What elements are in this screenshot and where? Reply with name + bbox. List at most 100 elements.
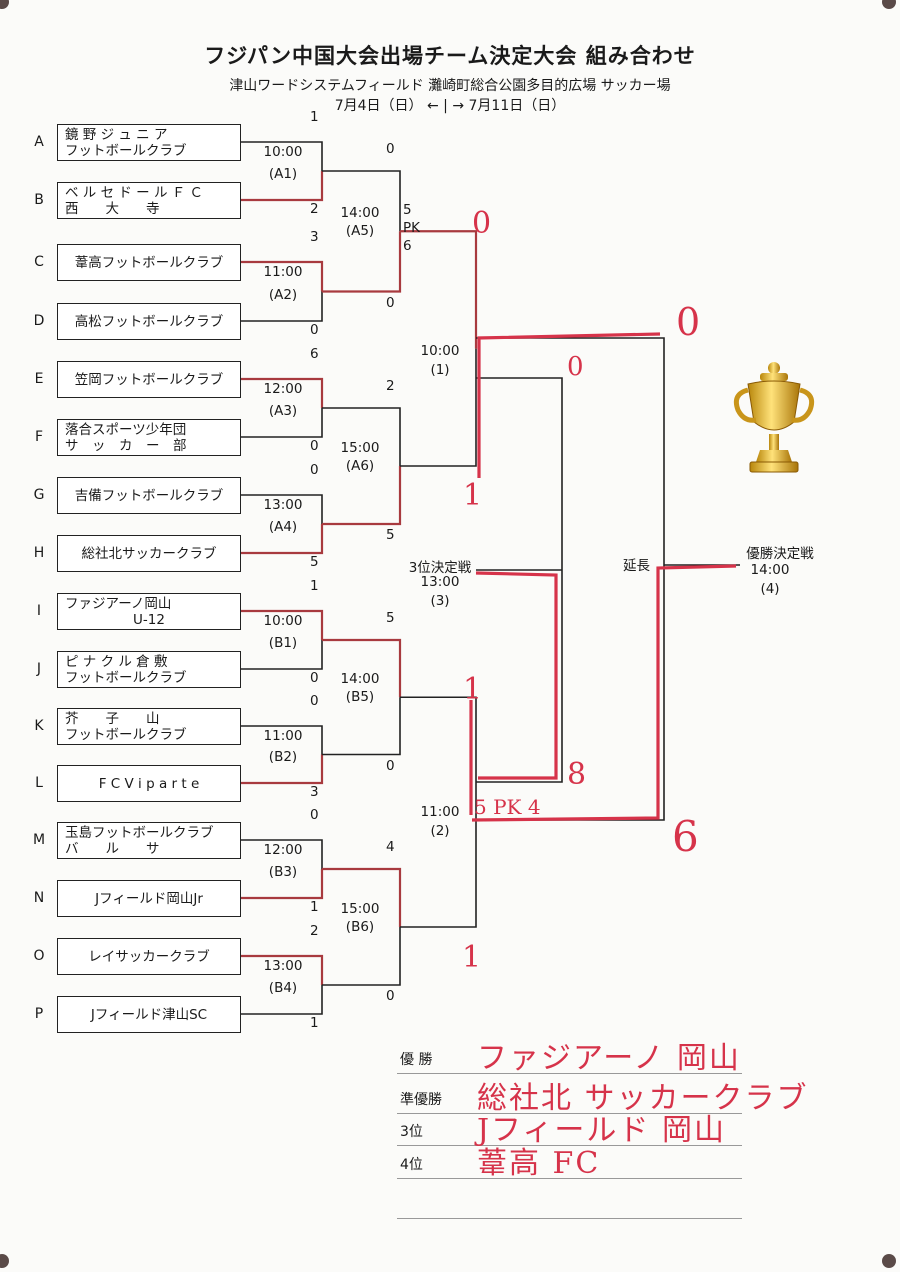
hand-sf2-pk: 5 PK 4	[474, 795, 541, 819]
bracket-line	[322, 407, 401, 466]
team-letter: H	[33, 545, 45, 561]
r1-code: (B3)	[268, 864, 298, 880]
r1-score-bottom: 2	[310, 201, 319, 217]
r1-code: (A4)	[268, 519, 298, 535]
punch-hole	[0, 0, 9, 9]
r1-score-top: 1	[310, 109, 319, 125]
team-letter: G	[33, 487, 45, 503]
team-name-line1: 鏡 野 ジ ュ ニ ア	[65, 126, 168, 143]
r1-time: 13:00	[263, 958, 303, 974]
venue-line: 津山ワードシステムフィールド 灘崎町総合公園多目的広場 サッカー場	[229, 78, 671, 94]
team-name-line2: サ ッ カ ー 部	[65, 437, 187, 454]
team-name-line1: 吉備フットボールクラブ	[74, 487, 224, 504]
team-box: 総社北サッカークラブ	[57, 535, 241, 572]
r1-code: (B1)	[268, 635, 298, 651]
bracket-line	[400, 348, 477, 467]
semi1-code: (1)	[430, 362, 450, 378]
hand-line	[475, 571, 558, 780]
third-place-label: 3位決定戦	[408, 560, 472, 576]
team-name-line1: 笠岡フットボールクラブ	[74, 371, 224, 388]
bracket-line	[241, 640, 323, 670]
result-team-handwritten: Jフィールド 岡山	[477, 1113, 726, 1148]
bracket-line	[241, 171, 324, 202]
team-name-line1: 玉島フットボールクラブ	[65, 824, 214, 841]
r1-time: 13:00	[263, 497, 303, 513]
team-name-line1: ピ ナ ク ル 倉 敷	[65, 653, 168, 670]
page-title: フジパン中国大会出場チーム決定大会 組み合わせ	[204, 44, 696, 68]
final-time: 14:00	[750, 562, 790, 578]
r1-score-top: 0	[310, 693, 319, 709]
team-name-line1: 葦高フットボールクラブ	[74, 254, 224, 271]
r1-score-top: 1	[310, 578, 319, 594]
bracket-line	[241, 985, 323, 1015]
team-letter: P	[34, 1006, 44, 1022]
r1-time: 11:00	[263, 728, 303, 744]
bracket-line	[241, 141, 323, 171]
hand-sf1-bot: 1	[463, 478, 483, 513]
bracket-line	[241, 377, 324, 408]
r1-code: (B4)	[268, 980, 298, 996]
bracket-line	[400, 230, 478, 349]
team-box: レイサッカークラブ	[57, 938, 241, 975]
team-letter: L	[35, 775, 43, 791]
hand-sf1-top: 0	[472, 206, 492, 241]
bracket-line	[241, 524, 324, 555]
hand-line	[471, 564, 737, 822]
semi2-code: (2)	[430, 823, 450, 839]
bracket-line	[241, 494, 323, 524]
r1-score-top: 6	[310, 346, 319, 362]
third-place-code: (3)	[430, 593, 450, 609]
hand-third-top: 0	[567, 352, 584, 382]
punch-hole	[882, 0, 896, 9]
r1-score-bottom: 0	[310, 438, 319, 454]
r1-score-top: 0	[310, 807, 319, 823]
team-name-line2: 西 大 寺	[65, 200, 160, 217]
r1-time: 10:00	[263, 613, 303, 629]
punch-hole	[882, 1254, 896, 1268]
bracket-line	[322, 697, 401, 756]
bracket-line	[241, 609, 324, 640]
r1-score-top: 2	[310, 923, 319, 939]
team-letter: M	[32, 832, 46, 848]
r2-code: (A5)	[345, 223, 375, 240]
team-name-line2: U-12	[133, 611, 165, 628]
r1-time: 12:00	[263, 381, 303, 397]
bracket-line	[400, 812, 477, 928]
bracket-line	[476, 570, 563, 783]
team-letter: F	[34, 429, 44, 445]
team-name-line1: レイサッカークラブ	[88, 948, 210, 965]
r1-score-bottom: 3	[310, 784, 319, 800]
r2-time: 14:00	[340, 205, 380, 222]
r2-score-top: 2	[386, 378, 395, 394]
bracket-line	[400, 696, 477, 813]
team-name-line1: 高松フットボールクラブ	[74, 313, 224, 330]
r2-code: (B6)	[345, 919, 375, 935]
bracket-line	[476, 377, 563, 570]
r2-score-top: 4	[386, 839, 395, 855]
third-place-time: 13:00	[420, 574, 460, 590]
r1-time: 10:00	[263, 144, 303, 160]
r1-score-top: 3	[310, 229, 319, 245]
r2-time: 15:00	[340, 440, 380, 456]
bracket-line	[322, 231, 402, 293]
hand-sf2-top: 1	[463, 672, 483, 707]
trophy-icon	[733, 362, 815, 473]
result-rank: 3位	[400, 1124, 423, 1140]
r1-score-top: 0	[310, 462, 319, 478]
team-letter: O	[33, 948, 45, 964]
team-box: Jフィールド岡山Jr	[57, 880, 241, 917]
r2-score-bottom: 0	[386, 757, 395, 774]
result-team-handwritten: 総社北 サッカークラブ	[477, 1081, 809, 1116]
team-box: 笠岡フットボールクラブ	[57, 361, 241, 398]
team-box: 落合スポーツ少年団サ ッ カ ー 部	[57, 419, 241, 456]
r2-time: 14:00	[340, 671, 380, 688]
team-box: 葦高フットボールクラブ	[57, 244, 241, 281]
r1-code: (A3)	[268, 403, 298, 419]
team-name-line1: 落合スポーツ少年団	[65, 421, 187, 438]
result-rank: 準優勝	[400, 1092, 442, 1108]
team-name-line2: フットボールクラブ	[65, 142, 187, 159]
team-letter: I	[36, 603, 42, 619]
team-box: 玉島フットボールクラブバ ル サ	[57, 822, 241, 859]
